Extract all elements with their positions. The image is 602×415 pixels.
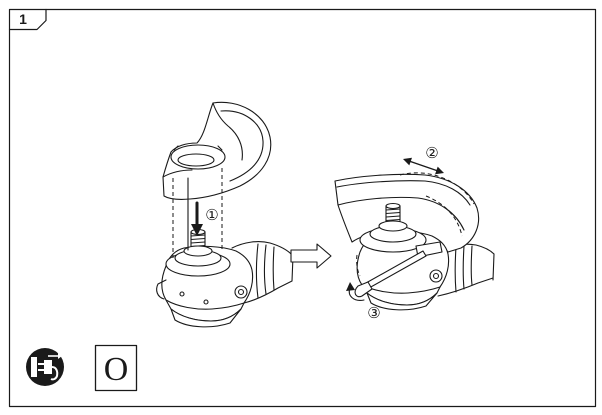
curved-arrow-icon — [346, 282, 355, 291]
clamp-dashed-outline — [356, 254, 361, 277]
plug-prongs — [38, 363, 44, 371]
spindle-threads — [190, 234, 206, 248]
guard-rotated-outline — [399, 172, 475, 205]
motor-housing-bottom — [243, 280, 293, 304]
gear-housing-band — [361, 284, 441, 294]
unplug-icon — [26, 348, 64, 386]
step-3-label: ③ — [367, 304, 380, 322]
motor-rib — [272, 246, 275, 291]
motor-rib — [255, 243, 259, 299]
motor-housing-top — [231, 241, 294, 257]
guard-band — [162, 169, 193, 178]
side-bolt — [234, 285, 248, 299]
install-arrow — [191, 201, 203, 236]
rotate-guard-arrow — [403, 157, 444, 175]
screwdriver — [354, 250, 427, 298]
figure-number: 1 — [19, 11, 27, 27]
alignment-guides — [172, 168, 223, 258]
side-bolt-center — [237, 288, 245, 296]
socket-shape — [31, 357, 37, 377]
double-arrow-head-right-icon — [435, 166, 444, 175]
motor-housing-bottom — [437, 277, 494, 297]
flange-nut — [378, 220, 408, 232]
guard-rotated-outline — [425, 195, 463, 237]
flange-nut — [183, 245, 213, 257]
spindle-lock-button — [156, 279, 167, 300]
side-bolt-center — [432, 272, 440, 280]
right-arrow-icon — [290, 243, 332, 269]
down-arrow-icon — [191, 224, 203, 236]
o-box-border — [94, 344, 138, 392]
spindle-top — [385, 202, 401, 210]
spindle-assembly — [359, 202, 427, 253]
motor-housing-end — [492, 253, 495, 281]
spindle-assembly — [165, 228, 231, 277]
left-grinder-illustration: ① — [156, 101, 294, 328]
plug-cord — [50, 366, 59, 381]
guard-collar-notch — [173, 145, 223, 151]
gear-housing-band — [165, 299, 245, 310]
housing-screw — [179, 291, 185, 297]
plug-body — [44, 360, 52, 374]
guard-inner-rim — [337, 196, 465, 231]
step-2-label: ② — [425, 144, 438, 162]
right-grinder-illustration: ③ ② — [334, 144, 495, 322]
guard-fold-line — [212, 102, 243, 161]
motor-rib — [470, 245, 473, 286]
step-1-label: ① — [205, 206, 218, 224]
gear-housing-lip — [366, 292, 438, 311]
side-bolt — [429, 269, 443, 283]
wheel-guard-detached — [162, 101, 272, 200]
figure-tab — [8, 8, 47, 31]
spindle-threads — [385, 208, 401, 222]
guard-collar-opening — [177, 153, 215, 167]
housing-screw — [203, 299, 209, 305]
motor-rib — [263, 244, 267, 295]
guard-inner-rim — [220, 110, 264, 182]
pull-arrow-head — [58, 353, 62, 359]
screwdriver-handle — [354, 281, 373, 298]
o-box-label: O — [104, 351, 129, 388]
guard-collar — [170, 144, 226, 170]
frame-border — [8, 8, 597, 408]
guard-rim-line — [336, 180, 471, 206]
double-arrow-line — [408, 160, 439, 172]
figure-frame: 1 — [8, 8, 597, 408]
double-arrow-head-left-icon — [403, 157, 412, 166]
gear-housing-lip — [170, 308, 242, 328]
rotate-screwdriver-arrow — [346, 282, 365, 301]
motor-rib — [462, 245, 465, 290]
o-symbol-box: O — [94, 344, 138, 392]
motor-rib — [454, 246, 457, 293]
